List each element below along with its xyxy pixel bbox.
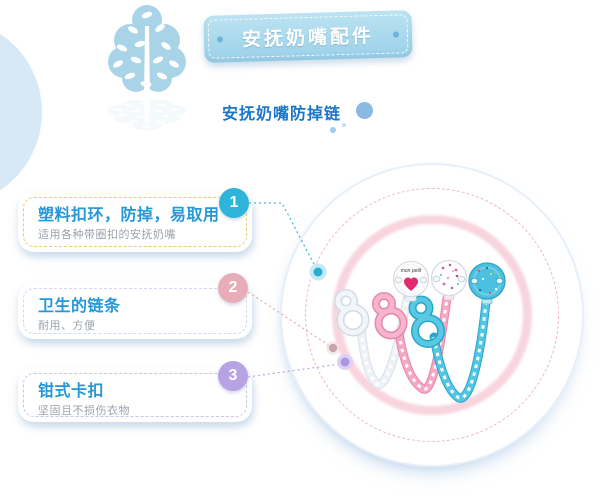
feature-number-badge-2: 2 (218, 273, 248, 303)
feature-number-3: 3 (228, 367, 238, 384)
subtitle-dot-big-icon (356, 102, 373, 119)
feature-desc-3: 坚固且不损伤衣物 (38, 405, 130, 417)
subtitle-dot-small-icon (330, 127, 336, 133)
feature-desc-2: 耐用、方便 (38, 320, 96, 332)
feature-number-2: 2 (228, 279, 238, 296)
feature-card-2: 卫生的链条 耐用、方便 (18, 283, 252, 339)
feature-number-badge-3: 3 (218, 361, 248, 391)
banner-dot-right-icon (392, 30, 400, 38)
feature-number-badge-1: 1 (219, 188, 249, 218)
page-title: 安抚奶嘴配件 (241, 26, 375, 51)
feature-number-1: 1 (229, 194, 239, 211)
feature-card-1: 塑料扣环，防掉，易取用 适用各种带圈扣的安抚奶嘴 (18, 192, 252, 252)
tree-icon (108, 5, 186, 131)
corner-circle-decoration (0, 18, 42, 206)
banner-dot-left-icon (216, 35, 224, 43)
feature-title-1: 塑料扣环，防掉，易取用 (38, 207, 220, 224)
subtitle-dot-tiny-icon (342, 123, 346, 127)
section-subtitle: 安抚奶嘴防掉链 (222, 106, 342, 123)
showcase-pink-ring (332, 215, 532, 415)
title-banner: 安抚奶嘴配件 (203, 10, 413, 63)
feature-title-2: 卫生的链条 (38, 298, 121, 315)
feature-desc-1: 适用各种带圈扣的安抚奶嘴 (38, 229, 176, 241)
feature-card-3: 钳式卡扣 坚固且不损伤衣物 (18, 368, 252, 422)
feature-title-3: 钳式卡扣 (38, 383, 105, 400)
